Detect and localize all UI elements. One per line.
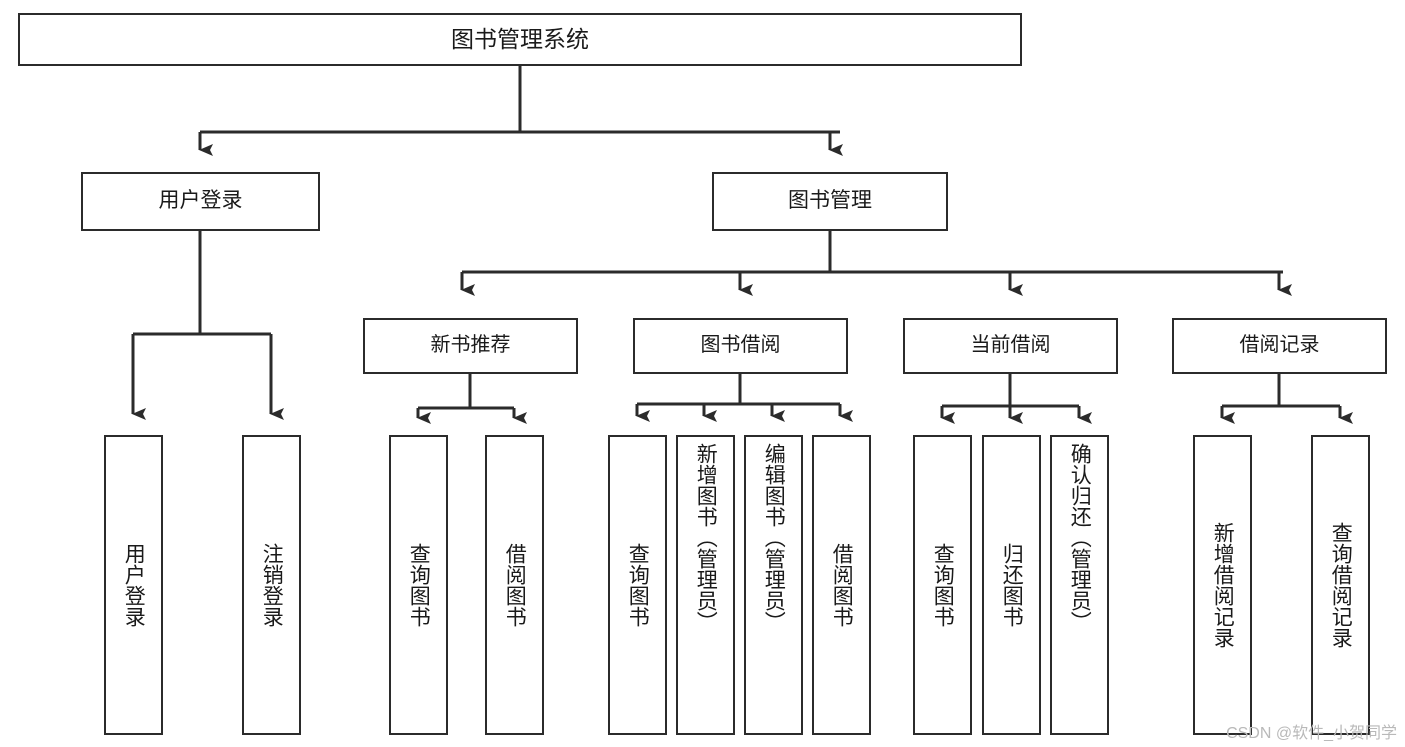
- node-label: 编辑图书（管理员）: [762, 443, 786, 632]
- node-label: 图书借阅: [700, 334, 781, 357]
- node-leaf-logout-login[interactable]: 注销登录: [242, 435, 301, 735]
- node-leaf-query-record[interactable]: 查询借阅记录: [1311, 435, 1370, 735]
- node-leaf-add-book[interactable]: 新增图书（管理员）: [676, 435, 735, 735]
- node-leaf-query-book-1[interactable]: 查询图书: [389, 435, 448, 735]
- node-leaf-borrow-book-1[interactable]: 借阅图书: [485, 435, 544, 735]
- node-label: 新书推荐: [430, 334, 511, 357]
- node-label: 用户登录: [158, 189, 243, 213]
- node-label: 注销登录: [260, 543, 284, 627]
- node-book-borrow[interactable]: 图书借阅: [633, 318, 848, 374]
- node-label: 借阅图书: [503, 543, 527, 627]
- node-leaf-return-book[interactable]: 归还图书: [982, 435, 1041, 735]
- node-label: 查询图书: [407, 543, 431, 627]
- node-label: 确认归还（管理员）: [1068, 443, 1092, 632]
- node-label: 归还图书: [1000, 543, 1024, 627]
- node-leaf-query-book-2[interactable]: 查询图书: [608, 435, 667, 735]
- node-label: 查询借阅记录: [1329, 522, 1353, 648]
- node-book-management[interactable]: 图书管理: [712, 172, 948, 231]
- node-label: 查询图书: [626, 543, 650, 627]
- node-label: 当前借阅: [970, 334, 1051, 357]
- node-label: 借阅记录: [1239, 334, 1320, 357]
- node-leaf-confirm-return[interactable]: 确认归还（管理员）: [1050, 435, 1109, 735]
- node-label: 图书管理: [788, 189, 872, 213]
- node-new-book-recommend[interactable]: 新书推荐: [363, 318, 578, 374]
- node-label: 新增借阅记录: [1211, 522, 1235, 648]
- node-label: 借阅图书: [830, 543, 854, 627]
- node-root-system[interactable]: 图书管理系统: [18, 13, 1022, 66]
- node-leaf-edit-book[interactable]: 编辑图书（管理员）: [744, 435, 803, 735]
- node-label: 用户登录: [122, 543, 146, 627]
- node-current-borrow[interactable]: 当前借阅: [903, 318, 1118, 374]
- node-leaf-add-record[interactable]: 新增借阅记录: [1193, 435, 1252, 735]
- node-user-login[interactable]: 用户登录: [81, 172, 320, 231]
- node-borrow-record[interactable]: 借阅记录: [1172, 318, 1387, 374]
- node-label: 查询图书: [931, 543, 955, 627]
- node-label: 新增图书（管理员）: [694, 443, 718, 632]
- node-leaf-query-book-3[interactable]: 查询图书: [913, 435, 972, 735]
- node-label: 图书管理系统: [451, 26, 589, 53]
- node-leaf-user-login[interactable]: 用户登录: [104, 435, 163, 735]
- node-leaf-borrow-book-2[interactable]: 借阅图书: [812, 435, 871, 735]
- watermark: CSDN @软件_小贺同学: [1226, 725, 1397, 742]
